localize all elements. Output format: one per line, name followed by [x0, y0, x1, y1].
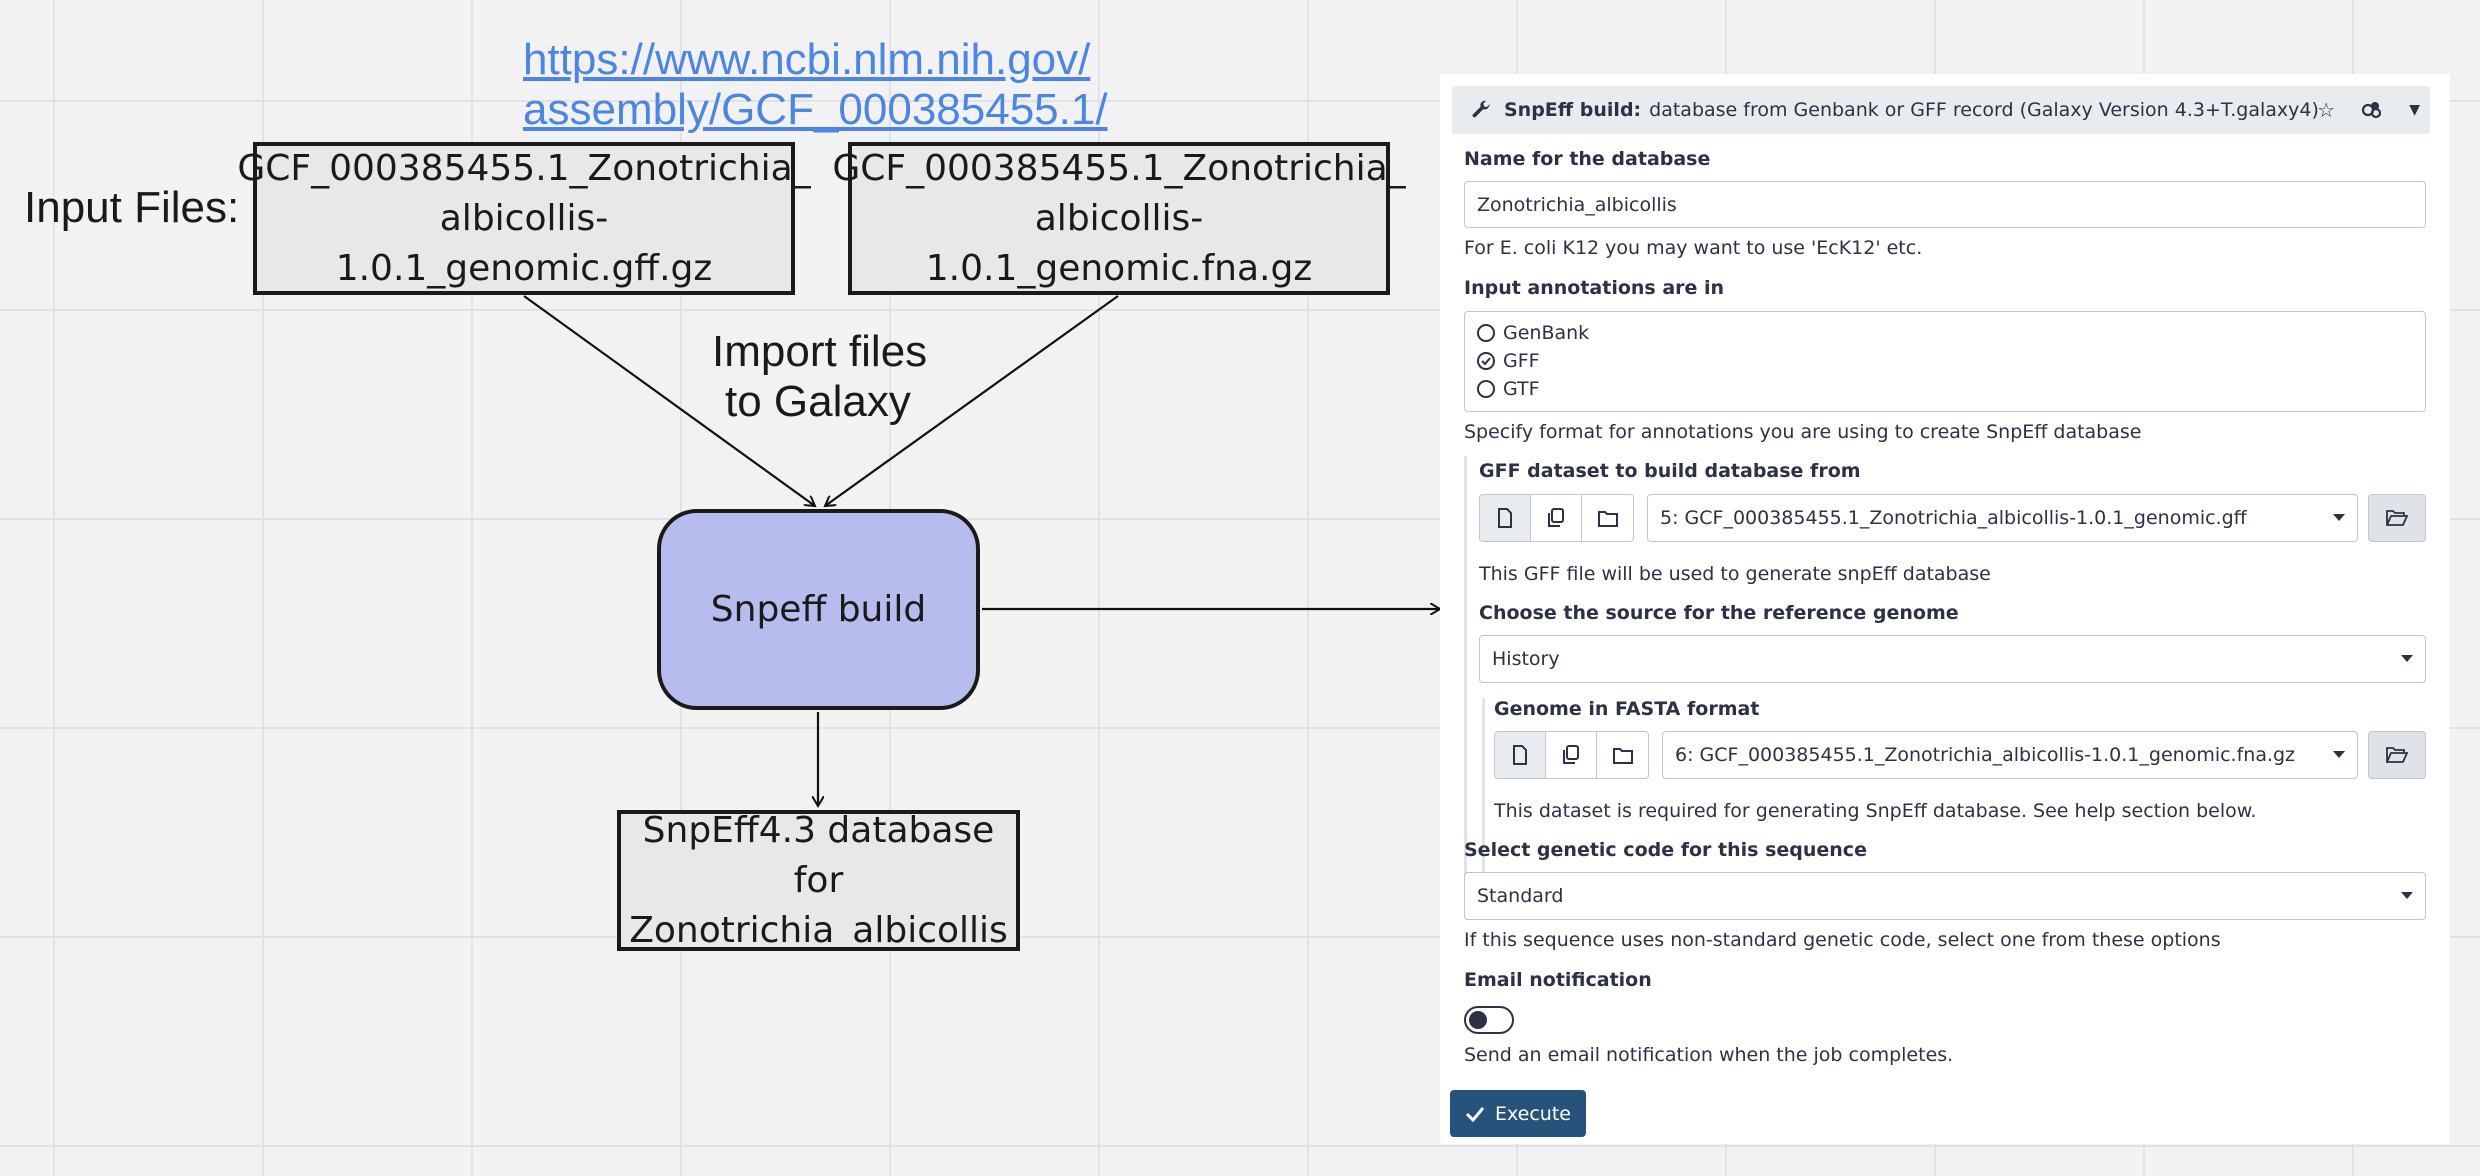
- gff-browse-button[interactable]: [2368, 494, 2426, 542]
- input-files-label: Input Files:: [24, 183, 240, 232]
- gff-dataset-select[interactable]: 5: GCF_000385455.1_Zonotrichia_albicolli…: [1647, 494, 2358, 542]
- output-line1: SnpEff4.3 database for: [642, 809, 995, 901]
- import-label-line1: Import files: [712, 327, 928, 376]
- collection-button[interactable]: [1597, 732, 1648, 778]
- caret-down-icon: [2401, 655, 2413, 662]
- genetic-code-help: If this sequence uses non-standard genet…: [1464, 929, 2221, 951]
- gff-file-box: GCF_000385455.1_Zonotrichia_ albicollis-…: [237, 142, 811, 295]
- import-label-line2: to Galaxy: [725, 377, 911, 426]
- db-name-label: Name for the database: [1464, 148, 1711, 170]
- gff-dataset-label: GFF dataset to build database from: [1479, 460, 1861, 482]
- genetic-code-select[interactable]: Standard: [1464, 872, 2426, 920]
- db-name-help: For E. coli K12 you may want to use 'EcK…: [1464, 237, 1923, 259]
- assembly-url-line1[interactable]: https://www.ncbi.nlm.nih.gov/: [523, 35, 1091, 84]
- gff-section-bar: [1464, 456, 1467, 896]
- file-icon: [1498, 508, 1512, 528]
- gff-file-line1: GCF_000385455.1_Zonotrichia_: [237, 147, 811, 189]
- output-database-box: SnpEff4.3 database for Zonotrichia_albic…: [617, 810, 1020, 951]
- fasta-help: This dataset is required for generating …: [1494, 800, 2257, 822]
- chevron-down-icon[interactable]: ▼: [2409, 102, 2420, 118]
- radio-unchecked-icon: [1477, 380, 1495, 398]
- tool-form-panel: SnpEff build: database from Genbank or G…: [1440, 74, 2450, 1144]
- email-label: Email notification: [1464, 969, 1652, 991]
- toggle-knob: [1469, 1011, 1487, 1029]
- fasta-source-buttons: [1494, 731, 1649, 779]
- db-name-input[interactable]: Zonotrichia_albicollis: [1464, 181, 2426, 228]
- radio-label-genbank: GenBank: [1503, 322, 1590, 344]
- annotations-label: Input annotations are in: [1464, 277, 1725, 299]
- wrench-icon: [1472, 100, 1491, 118]
- radio-label-gff: GFF: [1503, 350, 1540, 372]
- check-icon: [1465, 1106, 1485, 1122]
- fna-file-line2: albicollis-1.0.1_genomic.fna.gz: [925, 197, 1313, 289]
- genetic-code-label: Select genetic code for this sequence: [1464, 839, 1867, 861]
- snpeff-build-label: Snpeff build: [710, 589, 927, 630]
- fasta-dataset-select[interactable]: 6: GCF_000385455.1_Zonotrichia_albicolli…: [1662, 731, 2358, 779]
- star-icon[interactable]: ☆: [2317, 98, 2336, 122]
- genetic-code-value: Standard: [1477, 885, 1564, 907]
- copy-icon: [1548, 508, 1564, 527]
- assembly-url-line2[interactable]: assembly/GCF_000385455.1/: [523, 85, 1108, 134]
- single-dataset-button[interactable]: [1480, 495, 1531, 541]
- fasta-section-bar: [1482, 698, 1485, 896]
- caret-down-icon: [2333, 751, 2345, 758]
- radio-gff[interactable]: GFF: [1477, 350, 1540, 372]
- snpeff-build-node: Snpeff build: [657, 509, 980, 710]
- fna-file-line1: GCF_000385455.1_Zonotrichia_: [832, 147, 1406, 189]
- execute-button[interactable]: Execute: [1450, 1090, 1586, 1137]
- single-dataset-button[interactable]: [1495, 732, 1546, 778]
- folder-open-icon: [2386, 510, 2408, 526]
- file-icon: [1513, 745, 1527, 765]
- fasta-dataset-value: 6: GCF_000385455.1_Zonotrichia_albicolli…: [1675, 744, 2296, 766]
- arrow-gff-to-snpeff: [523, 295, 815, 506]
- annotations-help: Specify format for annotations you are u…: [1464, 421, 2142, 443]
- folder-icon: [1612, 748, 1633, 764]
- annotation-radio-group: GenBank GFF GTF: [1464, 311, 2426, 412]
- multiple-datasets-button[interactable]: [1531, 495, 1582, 541]
- folder-icon: [1597, 511, 1618, 527]
- caret-down-icon: [2333, 514, 2345, 521]
- email-help: Send an email notification when the job …: [1464, 1044, 1954, 1066]
- fasta-label: Genome in FASTA format: [1494, 698, 1760, 720]
- caret-down-icon: [2401, 892, 2413, 899]
- diagram-connectors: [523, 295, 1450, 1176]
- execute-label: Execute: [1495, 1102, 1571, 1125]
- ref-source-select[interactable]: History: [1479, 635, 2426, 683]
- gff-file-line2: albicollis-1.0.1_genomic.gff.gz: [335, 197, 713, 289]
- collection-button[interactable]: [1582, 495, 1633, 541]
- tool-header: SnpEff build: database from Genbank or G…: [1452, 86, 2430, 134]
- ref-source-value: History: [1492, 648, 1560, 670]
- share-icon[interactable]: [2361, 100, 2383, 120]
- radio-gtf[interactable]: GTF: [1477, 378, 1540, 400]
- arrow-fna-to-snpeff: [825, 295, 1119, 506]
- folder-open-icon: [2386, 747, 2408, 763]
- multiple-datasets-button[interactable]: [1546, 732, 1597, 778]
- radio-label-gtf: GTF: [1503, 378, 1540, 400]
- email-toggle[interactable]: [1464, 1006, 1514, 1034]
- radio-checked-icon: [1477, 352, 1495, 370]
- fasta-browse-button[interactable]: [2368, 731, 2426, 779]
- tool-name: SnpEff build:: [1504, 99, 1642, 121]
- gff-dataset-value: 5: GCF_000385455.1_Zonotrichia_albicolli…: [1660, 507, 2247, 529]
- output-line2: Zonotrichia_albicollis: [629, 909, 1008, 951]
- fna-file-box: GCF_000385455.1_Zonotrichia_ albicollis-…: [832, 142, 1406, 295]
- ref-source-label: Choose the source for the reference geno…: [1479, 602, 1959, 624]
- copy-icon: [1563, 745, 1579, 764]
- tool-description: database from Genbank or GFF record (Gal…: [1649, 99, 2319, 121]
- gff-source-buttons: [1479, 494, 1634, 542]
- radio-unchecked-icon: [1477, 324, 1495, 342]
- radio-genbank[interactable]: GenBank: [1477, 322, 1589, 344]
- gff-help: This GFF file will be used to generate s…: [1479, 563, 1991, 585]
